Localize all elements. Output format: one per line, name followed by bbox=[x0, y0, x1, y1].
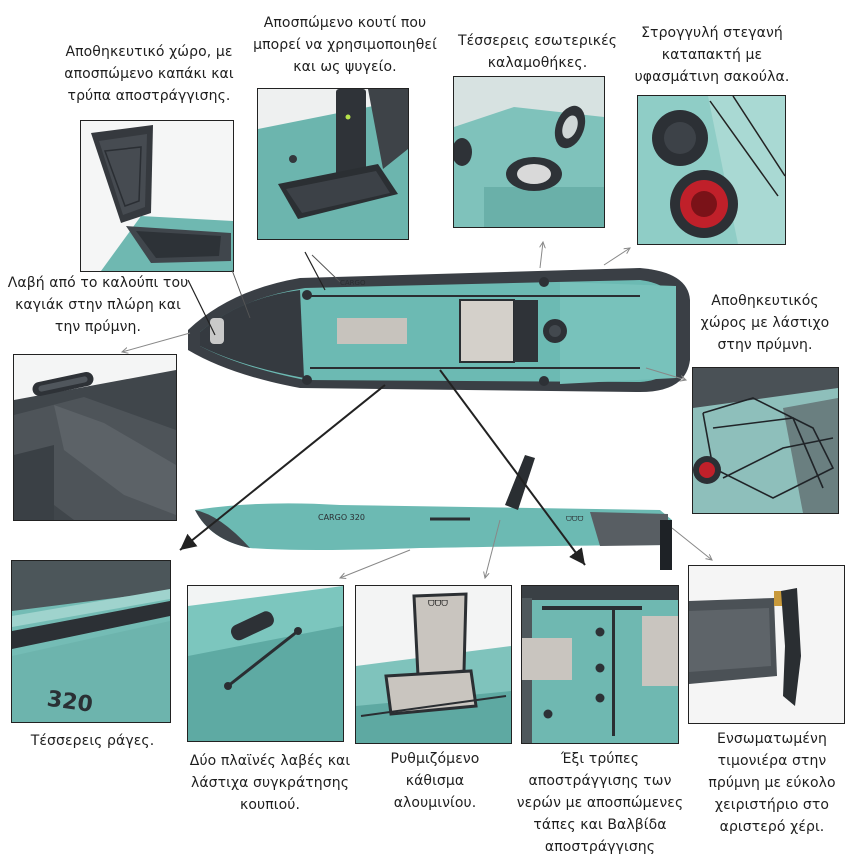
photo-side-handles bbox=[187, 585, 344, 742]
photo-bow-storage bbox=[80, 120, 234, 272]
caption-removable-box: Αποσπώμενο κουτί που μπορεί να χρησιμοπο… bbox=[253, 15, 437, 75]
photo-removable-box bbox=[257, 88, 409, 240]
caption-stern-storage: Αποθηκευτικός χώρος με λάστιχο στην πρύμ… bbox=[700, 293, 830, 353]
photo-round-hatch bbox=[637, 95, 786, 245]
kayak-top-view: CARGO bbox=[188, 268, 690, 392]
caption-rod-holders: Τέσσερεις εσωτερικές καλαμοθήκες. bbox=[457, 33, 618, 71]
kayak-side-view: CARGO 320 ᗜᗜᗜ bbox=[195, 455, 672, 570]
top-view-model-text: CARGO bbox=[340, 279, 366, 287]
caption-side-handles: Δύο πλαϊνές λαβές και λάστιχα συγκράτηση… bbox=[189, 753, 351, 813]
caption-rudder: Ενσωματωμένη τιμονιέρα στην πρύμνη με εύ… bbox=[708, 731, 836, 835]
caption-seat: Ρυθμιζόμενο κάθισμα αλουμινίου. bbox=[390, 751, 480, 811]
photo-rails: 320 bbox=[11, 560, 171, 723]
photo-rudder bbox=[688, 565, 845, 724]
caption-mold-handle: Λαβή από το καλούπι του καγιάκ στην πλώρ… bbox=[7, 275, 189, 335]
photo-mold-handle bbox=[13, 354, 177, 521]
caption-rails: Τέσσερεις ράγες. bbox=[30, 733, 155, 749]
photo-scupper bbox=[521, 585, 679, 744]
side-view-logo-text: ᗜᗜᗜ bbox=[566, 515, 584, 523]
photo-rod-holders bbox=[453, 76, 605, 228]
caption-round-hatch: Στρογγυλή στεγανή καταπακτή με υφασμάτιν… bbox=[634, 25, 790, 85]
side-view-model-text: CARGO 320 bbox=[318, 513, 365, 522]
seat-logo-text: ᗜᗜᗜ bbox=[428, 599, 448, 608]
caption-storage-bow: Αποθηκευτικό χώρο, με αποσπώμενο καπάκι … bbox=[64, 44, 234, 104]
caption-scupper: Έξι τρύπες αποστράγγισης των νερών με απ… bbox=[516, 751, 684, 855]
photo-seat: ᗜᗜᗜ bbox=[355, 585, 512, 744]
photo-stern-storage bbox=[692, 367, 839, 514]
